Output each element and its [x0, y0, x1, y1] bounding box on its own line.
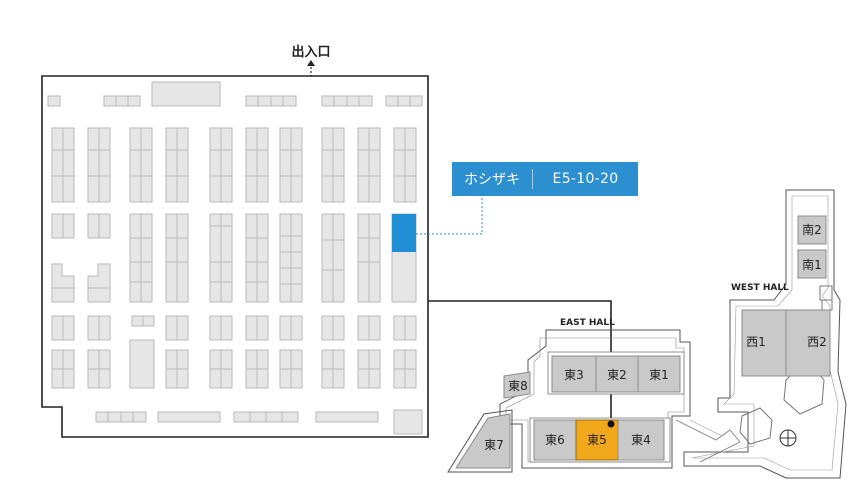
hall-s2[interactable]: 南2 — [797, 215, 827, 245]
booth-callout-line — [416, 196, 483, 235]
hall-e5-active[interactable]: 東5 — [575, 419, 619, 461]
hall-e7[interactable]: 東7 — [455, 413, 511, 469]
hall-e4[interactable]: 東4 — [617, 419, 665, 461]
hall-s1[interactable]: 南1 — [797, 249, 827, 279]
hall-e8-label: 東8 — [508, 379, 528, 393]
hall-e1-label: 東1 — [649, 368, 669, 382]
plaza-icon — [779, 429, 797, 447]
hall-s1-label: 南1 — [802, 257, 822, 272]
hall-e2-label: 東2 — [607, 368, 627, 382]
hall-w2[interactable]: 西2 — [785, 309, 831, 377]
booth-info-badge[interactable]: ホシザキ E5-10-20 — [452, 162, 638, 196]
hall-e6[interactable]: 東6 — [533, 419, 577, 461]
hall-w1-label: 西1 — [746, 335, 766, 349]
entrance-label: 出入口 — [291, 44, 330, 60]
booth-grid — [47, 81, 423, 435]
hall-e6-label: 東6 — [545, 433, 565, 447]
west-hall-area — [675, 189, 847, 479]
hall-e3[interactable]: 東3 — [551, 355, 597, 393]
hall-e1[interactable]: 東1 — [637, 355, 681, 393]
hall-s2-label: 南2 — [802, 222, 822, 237]
hall-w2-label: 西2 — [807, 335, 827, 349]
hall-e2[interactable]: 東2 — [595, 355, 639, 393]
hall-e4-label: 東4 — [631, 433, 651, 447]
east-hall-label: EAST HALL — [560, 318, 615, 328]
hall-e7-label: 東7 — [484, 438, 504, 452]
hall-w1[interactable]: 西1 — [741, 309, 787, 377]
highlighted-booth[interactable] — [392, 214, 416, 252]
location-marker — [607, 420, 615, 428]
hall-e3-label: 東3 — [564, 368, 584, 382]
hall-e5-label: 東5 — [587, 433, 607, 447]
hall-e8[interactable]: 東8 — [503, 371, 531, 399]
booth-code: E5-10-20 — [552, 171, 619, 187]
badge-divider — [532, 169, 533, 189]
exhibitor-name: ホシザキ — [464, 172, 520, 188]
west-hall-label: WEST HALL — [731, 283, 789, 293]
